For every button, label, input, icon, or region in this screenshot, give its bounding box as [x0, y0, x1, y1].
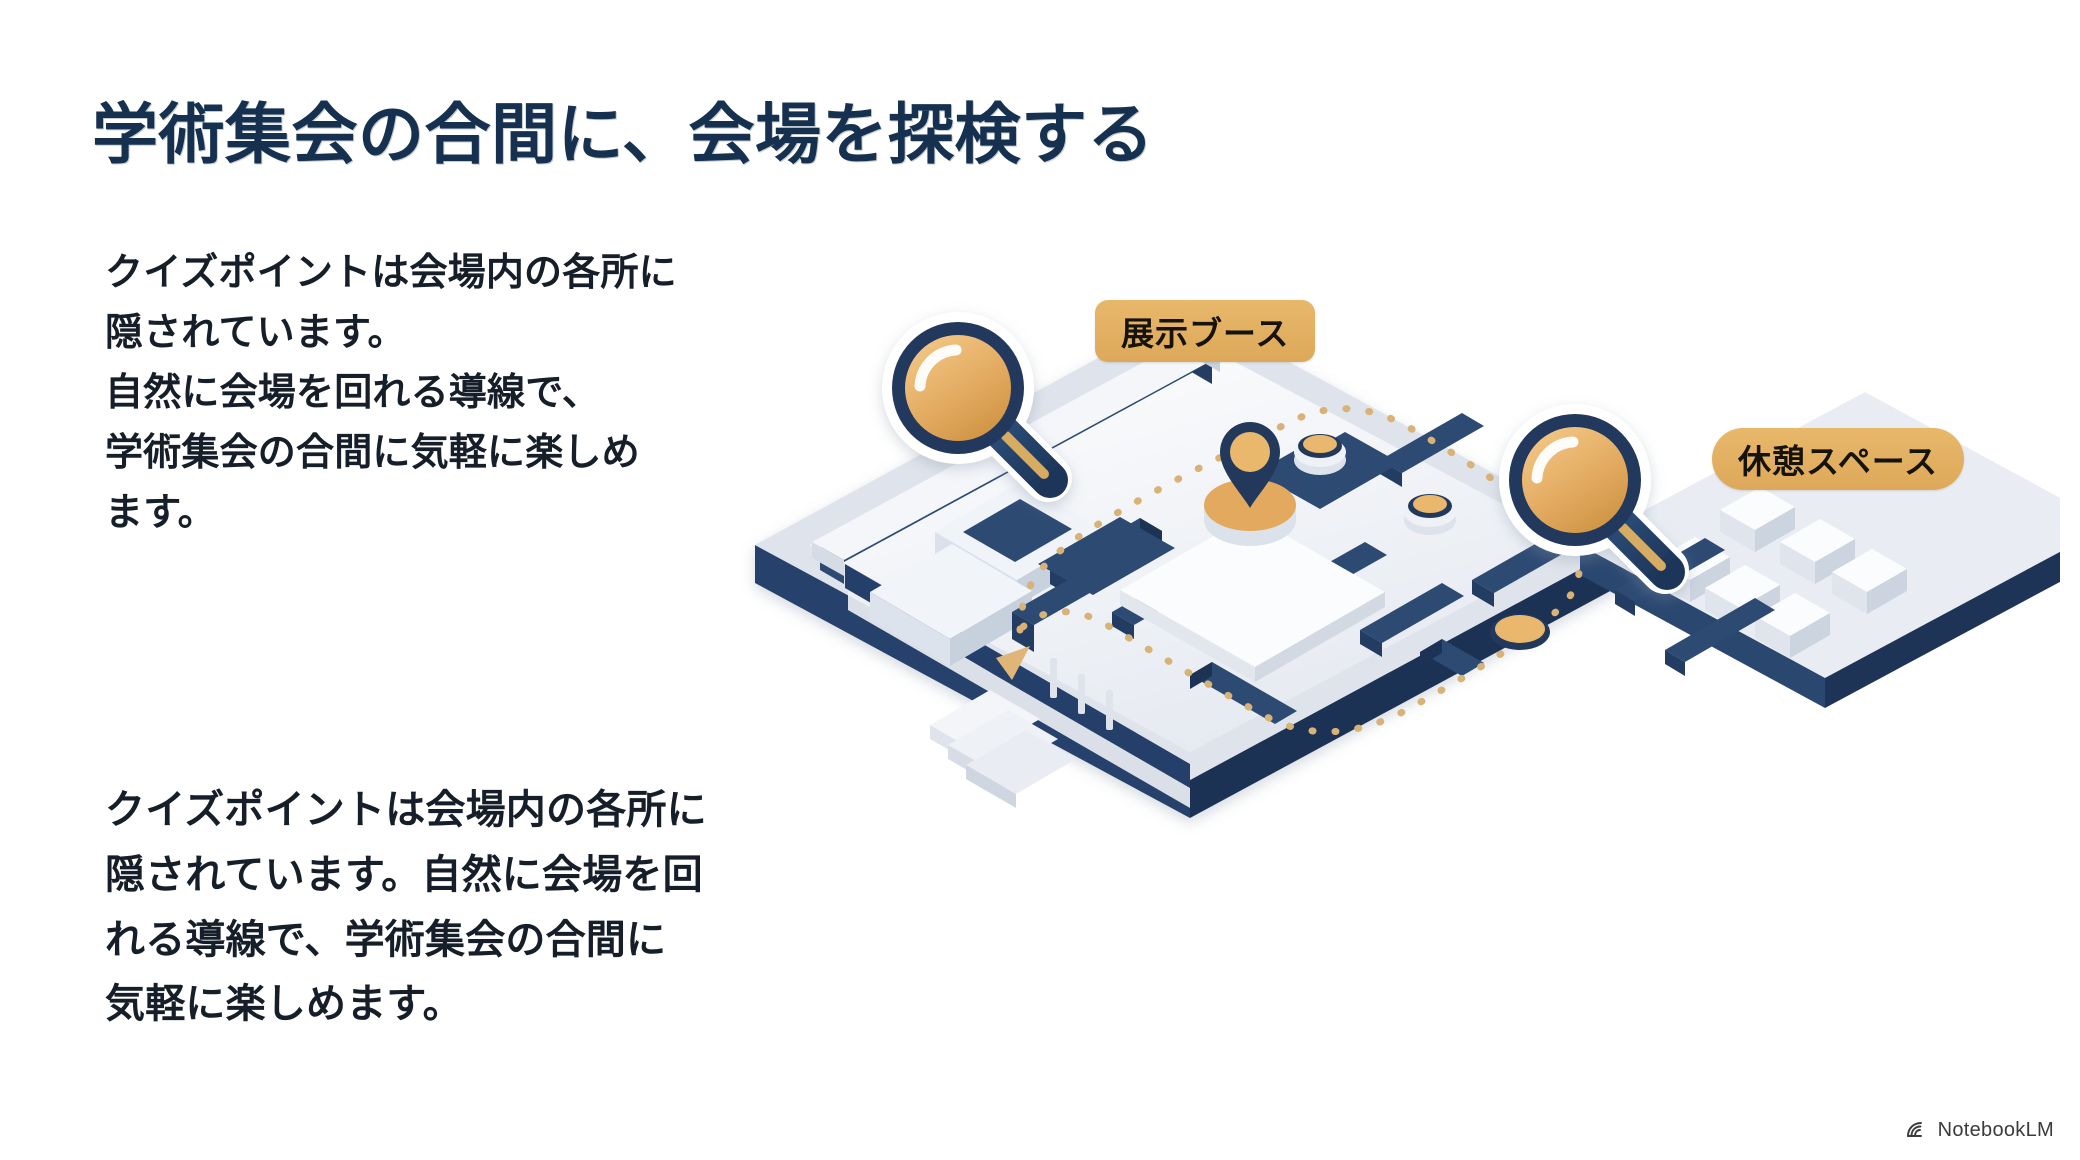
notebooklm-watermark: NotebookLM	[1905, 1118, 2054, 1142]
paragraph-1-line: クイズポイントは会場内の各所に	[105, 252, 677, 294]
notebooklm-logo-icon	[1905, 1118, 1929, 1142]
venue-entrance-stairs	[930, 690, 1076, 808]
venue-floorplan-illustration	[720, 160, 2060, 900]
map-label-lounge-space: 休憩スペース	[1712, 428, 1965, 490]
body-paragraph-2: クイズポイントは会場内の各所に 隠されています。自然に会場を回 れる導線で、学術…	[105, 778, 785, 1037]
quiz-point-disc	[1404, 494, 1456, 535]
magnifier-icon-exhibition	[882, 312, 1072, 502]
watermark-label: NotebookLM	[1937, 1118, 2054, 1141]
paragraph-2-line: 隠されています。自然に会場を回	[105, 852, 703, 897]
quiz-point-disc	[1294, 434, 1346, 475]
paragraph-1-line: 自然に会場を回れる導線で、	[105, 372, 601, 415]
magnifier-icon-lounge	[1499, 404, 1689, 594]
tour-route-path	[1016, 405, 1583, 736]
body-paragraph-1: クイズポイントは会場内の各所に 隠されています。 自然に会場を回れる導線で、 学…	[105, 243, 765, 543]
paragraph-1-line: ます。	[105, 492, 216, 535]
paragraph-2-line: クイズポイントは会場内の各所に	[105, 788, 707, 832]
map-pin-marker	[1204, 422, 1296, 546]
page-title: 学術集会の合間に、会場を探検する	[92, 97, 1155, 172]
pillars	[1050, 658, 1113, 730]
paragraph-2-line: れる導線で、学術集会の合間に	[105, 917, 667, 962]
quiz-point-disc	[1490, 614, 1550, 650]
paragraph-1-line: 隠されています。	[105, 312, 406, 355]
paragraph-1-line: 学術集会の合間に気軽に楽しめ	[105, 432, 640, 475]
paragraph-2-line: 気軽に楽しめます。	[105, 982, 463, 1027]
tour-route-arrow	[996, 646, 1030, 680]
map-label-exhibition-booth: 展示ブース	[1095, 300, 1316, 362]
